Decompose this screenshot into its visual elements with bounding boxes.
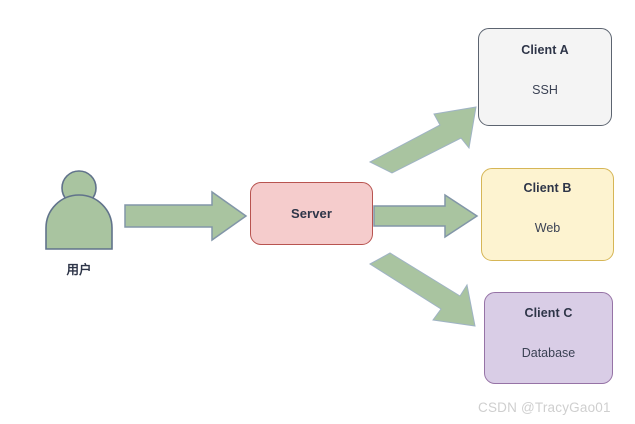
node-server[interactable]: Server: [250, 182, 373, 245]
node-client-a-title: Client A: [521, 43, 569, 57]
node-client-a[interactable]: Client A SSH: [478, 28, 612, 126]
node-client-c-subtitle: Database: [521, 346, 576, 360]
arrow-user-to-server: [124, 190, 248, 242]
arrow-server-to-client-c: [368, 252, 484, 334]
node-client-b[interactable]: Client B Web: [481, 168, 614, 261]
node-server-title: Server: [290, 206, 333, 221]
node-client-c-title: Client C: [524, 306, 573, 320]
arrow-server-to-client-a: [368, 96, 484, 174]
user-person-icon: [40, 170, 118, 250]
actor-label: 用户: [66, 263, 92, 277]
node-client-b-title: Client B: [523, 181, 572, 195]
node-client-a-subtitle: SSH: [532, 83, 558, 97]
node-client-b-subtitle: Web: [534, 221, 561, 235]
watermark-text: CSDN @TracyGao01: [478, 400, 611, 415]
node-client-c[interactable]: Client C Database: [484, 292, 613, 384]
arrow-server-to-client-b: [373, 193, 479, 239]
